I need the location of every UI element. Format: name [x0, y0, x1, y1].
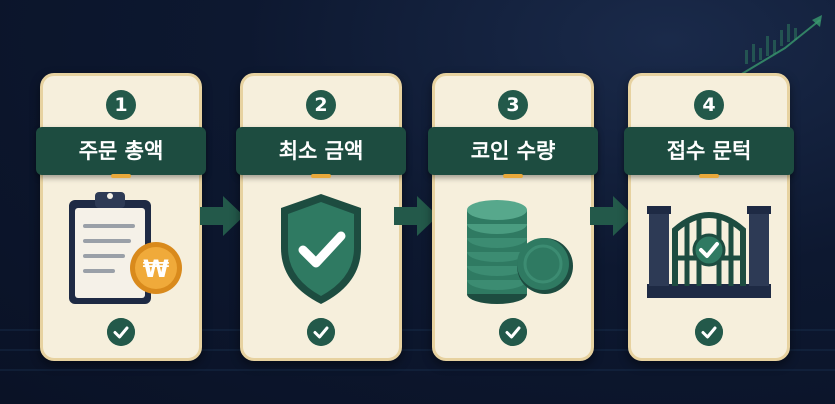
banner-accent: [699, 174, 719, 178]
banner-accent: [311, 174, 331, 178]
step-card-1: 1 주문 총액 ₩: [36, 73, 206, 361]
coin-stack-icon: [467, 200, 573, 304]
check-badge-icon: [307, 318, 335, 346]
gate-check-icon: [647, 206, 771, 298]
won-symbol: ₩: [143, 255, 170, 283]
step-number-1: 1: [106, 90, 136, 120]
clipboard-won-coin-icon: ₩: [69, 192, 182, 304]
check-badge-icon: [695, 318, 723, 346]
check-badge-icon: [499, 318, 527, 346]
step-title-banner-2: 최소 금액: [236, 127, 406, 178]
step-title-3: 코인 수량: [470, 139, 556, 163]
step-title-4: 접수 문턱: [666, 139, 752, 163]
arrow-right-icon: [590, 196, 634, 236]
arrow-right-icon: [394, 196, 438, 236]
banner-accent: [503, 174, 523, 178]
step-title-2: 최소 금액: [278, 139, 364, 163]
step-card-4: 4 접수 문턱: [624, 73, 794, 361]
check-badge-icon: [107, 318, 135, 346]
step-number-3: 3: [498, 90, 528, 120]
shield-check-icon: [281, 194, 361, 304]
arrow-right-icon: [200, 196, 244, 236]
step-title-banner-4: 접수 문턱: [624, 127, 794, 178]
step-title-banner-1: 주문 총액: [36, 127, 206, 178]
step-card-3: 3 코인 수량: [428, 73, 598, 361]
step-title-1: 주문 총액: [78, 139, 164, 163]
step-title-banner-3: 코인 수량: [428, 127, 598, 178]
step-card-2: 2 최소 금액: [236, 73, 406, 361]
banner-accent: [111, 174, 131, 178]
step-number-2: 2: [306, 90, 336, 120]
step-number-4: 4: [694, 90, 724, 120]
